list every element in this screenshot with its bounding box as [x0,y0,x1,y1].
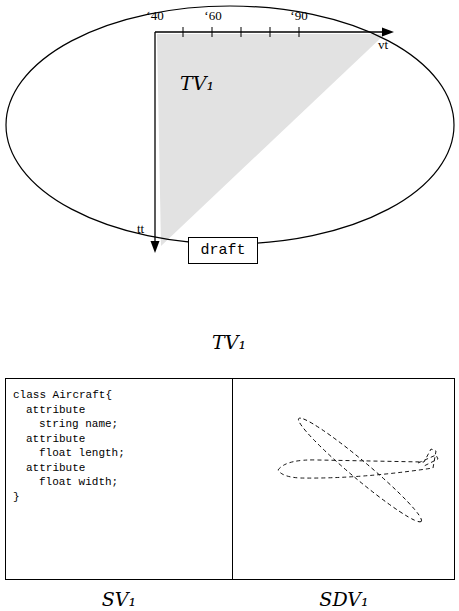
cell-caption: SV₁ [102,589,136,610]
code-line: attribute [26,433,85,445]
code-line: attribute [26,462,85,474]
code-line: } [13,491,20,503]
code-line: float length; [39,447,125,459]
axis-label: tt [137,222,144,236]
timeline-area [157,34,385,246]
tt-axis [154,32,155,246]
region-label: TV₁ [180,73,214,94]
code-line: string name; [39,418,118,430]
status-text: draft [200,242,245,259]
code-line: float width; [39,476,118,488]
aircraft-sketch [278,412,438,529]
code-line: class Aircraft{ [13,389,112,401]
region-caption: TV₁ [212,332,246,353]
schema-cell: class Aircraft{ attribute string name; attr… [5,378,234,580]
status-box: draft [188,237,257,264]
region-outline [6,6,454,244]
cell-caption: SDV₁ [319,589,368,610]
vt-axis [155,31,388,32]
axis-ticks [183,27,299,37]
tick-label: ‘90 [290,9,307,23]
tick-label: ‘40 [146,9,163,23]
code-line: attribute [26,404,85,416]
drawing-cell: SDV₁ [232,378,455,580]
tick-label: ‘60 [204,9,221,23]
axis-label: vt [378,38,388,52]
arrow-head [151,241,160,253]
arrow-head [382,28,394,37]
